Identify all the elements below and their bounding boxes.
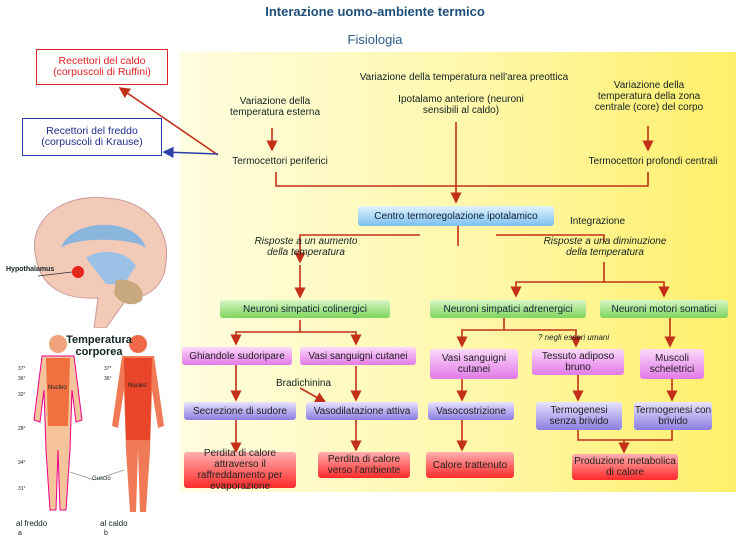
environment-heat-loss-label: Perdita di calore verso l'ambiente xyxy=(327,454,401,476)
body-title: Temperatura corporea xyxy=(66,334,132,358)
temp-a-3: 28° xyxy=(18,426,26,432)
deep-thermoreceptors: Termocettori profondi centrali xyxy=(588,156,718,167)
external-temp-text: Variazione della temperatura esterna xyxy=(229,96,321,118)
temp-a-4: 34° xyxy=(18,460,26,466)
brain-illustration xyxy=(6,188,176,328)
preoptic-text: Variazione della temperatura nell'area p… xyxy=(359,72,569,83)
vasoconstriction-label: Vasocostrizione xyxy=(436,405,506,417)
body-temperature-illustration xyxy=(6,330,176,534)
sweat-secretion-label: Secrezione di sudore xyxy=(193,405,287,417)
sweat-glands-label: Ghiandole sudoripare xyxy=(189,350,285,362)
peripheral-thermoreceptors: Termocettori periferici xyxy=(232,156,328,167)
bradykinin-text: Bradichinina xyxy=(276,378,332,389)
non-shivering-thermogenesis-box: Termogenesi senza brivido xyxy=(536,402,622,430)
adrenergic-neurons-box: Neuroni simpatici adrenergici xyxy=(430,300,586,318)
thermoregulation-center-box: Centro termoregolazione ipotalamico xyxy=(358,206,554,226)
vasoconstriction-box: Vasocostrizione xyxy=(428,402,514,420)
question-note: ? negli esseri umani xyxy=(538,333,610,342)
environment-heat-loss-box: Perdita di calore verso l'ambiente xyxy=(318,452,410,478)
hot-receptors-label: Recettori del caldo (corpuscoli di Ruffi… xyxy=(53,55,151,78)
increase-responses-text: Risposte a un aumento della temperatura xyxy=(254,236,358,258)
hypothalamus-dot xyxy=(72,266,84,278)
page-title: Interazione uomo-ambiente termico xyxy=(265,4,485,19)
temp-a-5: 31° xyxy=(18,486,26,492)
shell-label: Guscio xyxy=(92,476,111,482)
brown-fat-box: Tessuto adiposo bruno xyxy=(532,349,624,375)
anterior-hypothalamus-text: Ipotalamo anteriore (neuroni sensibili a… xyxy=(398,94,524,116)
decrease-responses-text: Risposte a una diminuzione della tempera… xyxy=(543,236,667,258)
temp-b-0: 37° xyxy=(104,366,112,372)
hypothalamus-label: Hypothalamus xyxy=(6,266,55,273)
temp-a-0: 37° xyxy=(18,366,26,372)
core-label-a: Nucleo xyxy=(48,385,67,391)
skeletal-muscles-box: Muscoli scheletrici xyxy=(640,349,704,379)
hot-caption: al caldo xyxy=(100,519,128,528)
brown-fat-label: Tessuto adiposo bruno xyxy=(541,351,615,373)
cold-receptors-box: Recettori del freddo (corpuscoli di Krau… xyxy=(22,118,162,156)
somatic-neurons-label: Neuroni motori somatici xyxy=(611,303,717,315)
temp-b-1: 36° xyxy=(104,376,112,382)
cutaneous-vessels-label: Vasi sanguigni cutanei xyxy=(308,350,408,362)
cholinergic-neurons-box: Neuroni simpatici colinergici xyxy=(220,300,390,318)
shivering-thermogenesis-box: Termogenesi con brivido xyxy=(634,402,712,430)
hot-receptors-box: Recettori del caldo (corpuscoli di Ruffi… xyxy=(36,49,168,85)
cutaneous-vessels-2-label: Vasi sanguigni cutanei xyxy=(441,353,507,375)
fig-a-label: a xyxy=(18,530,22,537)
vasodilation-box: Vasodilatazione attiva xyxy=(306,402,418,420)
page-subtitle: Fisiologia xyxy=(347,32,403,47)
vasodilation-label: Vasodilatazione attiva xyxy=(313,405,411,417)
skeletal-muscles-label: Muscoli scheletrici xyxy=(649,353,695,375)
heat-retained-box: Calore trattenuto xyxy=(426,452,514,478)
sweat-secretion-box: Secrezione di sudore xyxy=(184,402,296,420)
non-shivering-thermogenesis-label: Termogenesi senza brivido xyxy=(549,405,609,427)
cold-receptors-label: Recettori del freddo (corpuscoli di Krau… xyxy=(41,125,143,148)
shivering-thermogenesis-label: Termogenesi con brivido xyxy=(634,405,712,427)
cutaneous-vessels-2-box: Vasi sanguigni cutanei xyxy=(430,349,518,379)
core-temp-text: Variazione della temperatura della zona … xyxy=(594,80,704,113)
thermoregulation-center-label: Centro termoregolazione ipotalamico xyxy=(374,210,538,222)
evaporative-heat-loss-box: Perdita di calore attraverso il raffredd… xyxy=(184,448,296,492)
somatic-neurons-box: Neuroni motori somatici xyxy=(600,300,728,318)
fig-b-label: b xyxy=(104,530,108,537)
sweat-glands-box: Ghiandole sudoripare xyxy=(182,347,292,365)
temp-a-2: 32° xyxy=(18,392,26,398)
heat-production-box: Produzione metabolica di calore xyxy=(572,454,678,480)
evaporative-heat-loss-label: Perdita di calore attraverso il raffredd… xyxy=(197,448,283,492)
core-label-b: Nucleo xyxy=(128,383,147,389)
heat-retained-label: Calore trattenuto xyxy=(432,459,508,471)
integration-text: Integrazione xyxy=(570,216,626,227)
temp-a-1: 36° xyxy=(18,376,26,382)
heat-production-label: Produzione metabolica di calore xyxy=(574,456,676,478)
cold-caption: al freddo xyxy=(16,519,48,528)
cholinergic-neurons-label: Neuroni simpatici colinergici xyxy=(243,303,367,315)
adrenergic-neurons-label: Neuroni simpatici adrenergici xyxy=(443,303,573,315)
cutaneous-vessels-box: Vasi sanguigni cutanei xyxy=(300,347,416,365)
